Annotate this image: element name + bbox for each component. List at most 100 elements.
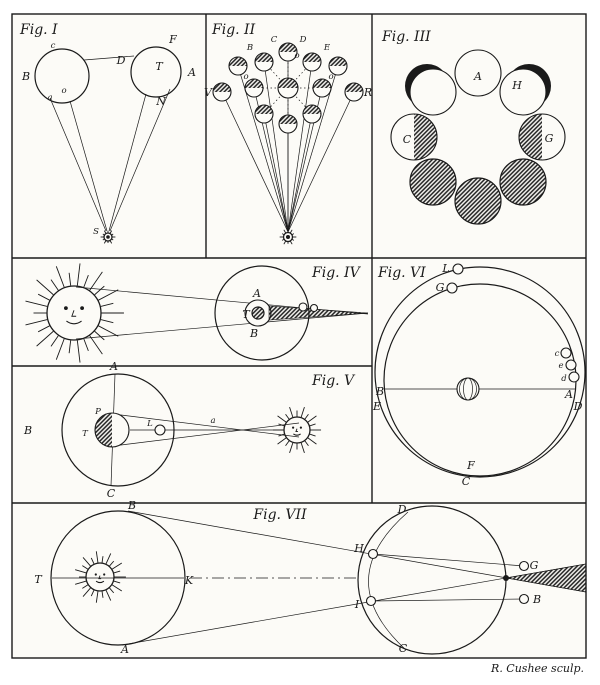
fig6-moon-marker-G (446, 282, 458, 294)
fig5-label-P: P (94, 407, 101, 417)
fig3-label-H: H (511, 79, 522, 92)
fig2-label-C: C (271, 35, 278, 45)
fig5-title: Fig. V (311, 373, 356, 389)
fig4-umbra-cone (268, 305, 369, 321)
fig7-label-D: D (397, 503, 407, 516)
fig6-label-G: G (436, 281, 445, 294)
fig1-label-N: N (155, 95, 166, 108)
fig5-label-B: B (23, 424, 32, 437)
fig5-label-a: a (210, 416, 215, 426)
fig1-label-c: c (51, 41, 56, 51)
fig6-moon-marker-L (452, 263, 464, 275)
fig4-label-B: B (249, 327, 258, 340)
fig3-label-G: G (545, 132, 554, 145)
fig7-marker-B (518, 593, 530, 605)
fig1-label-o: o (61, 86, 66, 96)
fig6-label-c: c (555, 349, 560, 359)
fig1-label-a: a (47, 93, 52, 103)
fig1-title: Fig. I (19, 22, 58, 38)
moon-phase-full-shadow (409, 158, 457, 206)
fig7-label-C: C (399, 642, 408, 655)
fig1-label-F: F (168, 33, 177, 46)
fig6-label-D: D (573, 400, 583, 413)
fig6-moon-marker (560, 347, 572, 359)
fig7-label-I: I (354, 598, 360, 611)
fig5-panel: Fig. V A B C P T L a (23, 360, 356, 500)
fig2-title: Fig. II (211, 22, 256, 38)
fig4-label-T: T (242, 308, 251, 321)
fig7-label-T: T (34, 573, 43, 586)
fig7-label-G: G (530, 559, 539, 572)
fig7-marker-I (365, 595, 377, 607)
fig4-sun-face-icon (25, 263, 124, 363)
fig2-label-D: D (299, 35, 307, 45)
fig6-outer-orbit (374, 266, 586, 478)
moon-phase-full-shadow (499, 158, 547, 206)
fig7-earth-orbit (50, 510, 186, 646)
fig2-panel: Fig. II V R B C D E o o o (204, 22, 372, 245)
fig2-label-B: B (246, 43, 253, 53)
fig1-label-B: B (21, 70, 30, 83)
fig1-left-circle (34, 48, 90, 104)
fig6-moon-marker (565, 359, 577, 371)
fig5-sun-face-icon (272, 406, 322, 454)
fig7-marker-G (518, 560, 530, 572)
fig7-label-H: H (353, 542, 364, 555)
fig7-label-B2: B (532, 593, 541, 606)
engraver-signature: R. Cushee sculp. (490, 662, 584, 675)
fig7-moon-at-apex (503, 575, 509, 581)
fig2-label-V: V (204, 86, 213, 99)
fig1-sightlines (49, 55, 171, 232)
fig6-label-A: A (564, 388, 573, 401)
fig1-right-circle (130, 46, 182, 98)
fig1-label-S: S (93, 227, 99, 237)
fig2-label-o: o (328, 72, 333, 82)
fig6-label-e: e (558, 361, 563, 371)
fig6-label-d: d (561, 374, 567, 384)
fig7-marker-H (367, 548, 379, 560)
fig1-label-D: D (116, 54, 126, 67)
fig5-sightlines (110, 373, 300, 487)
fig2-label-R: R (363, 86, 372, 99)
fig6-label-C: C (462, 475, 471, 488)
fig7-sun-face-icon (75, 551, 126, 603)
fig4-moon (298, 302, 308, 312)
fig4-label-A: A (252, 287, 261, 300)
fig7-label-A: A (120, 643, 129, 656)
moon-phase-full-shadow (454, 177, 502, 225)
fig5-label-T: T (82, 429, 89, 439)
fig2-ray-fan (221, 52, 355, 233)
fig6-label-E: E (372, 400, 381, 413)
fig7-shadow-cone (505, 563, 587, 593)
fig3-title: Fig. III (381, 29, 431, 45)
fig6-moon-marker (568, 371, 580, 383)
fig2-label-o: o (243, 72, 248, 82)
fig7-label-B: B (127, 499, 136, 512)
fig2-sun-icon (279, 229, 297, 245)
fig6-earth-globe (456, 377, 480, 401)
moon-phase (409, 68, 457, 116)
fig6-label-B: B (375, 385, 384, 398)
fig1-sun-icon (100, 230, 116, 244)
fig5-earth-dark-half (95, 413, 112, 447)
fig2-moons (212, 42, 364, 134)
fig3-label-A: A (473, 70, 482, 83)
fig5-moon-marker (154, 424, 166, 436)
fig6-title: Fig. VI (377, 265, 426, 281)
fig1-label-T: T (155, 60, 164, 73)
fig4-title: Fig. IV (311, 265, 362, 281)
moon-phase-new (454, 49, 502, 97)
fig6-label-L: L (441, 262, 449, 275)
fig2-label-o: o (294, 51, 299, 61)
fig5-label-A: A (109, 360, 118, 373)
fig2-label-E: E (323, 43, 331, 53)
fig5-label-L: L (146, 419, 153, 429)
fig3-label-C: C (403, 133, 412, 146)
fig1-label-A: A (187, 66, 196, 79)
moon-phase (499, 68, 547, 116)
fig4-earth-core (251, 306, 265, 320)
fig6-panel: Fig. VI L G B E A D F C c e d (372, 262, 586, 488)
fig3-panel: Fig. III A H G C (381, 29, 566, 225)
